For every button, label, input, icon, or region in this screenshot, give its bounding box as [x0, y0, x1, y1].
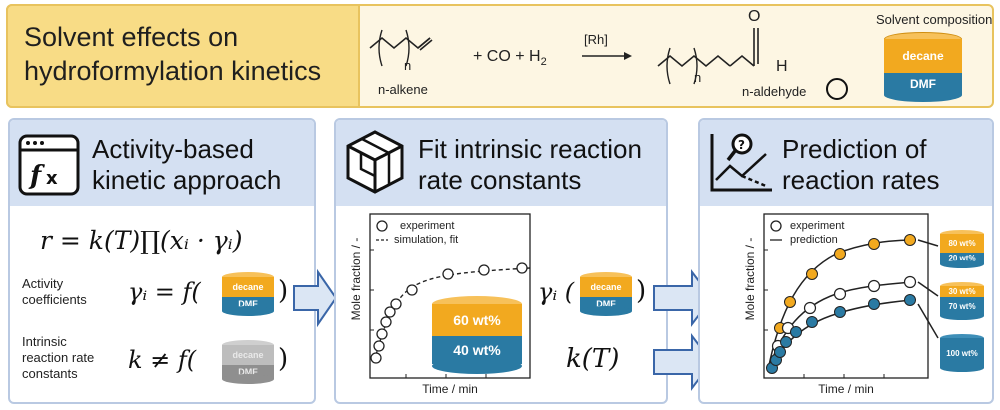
- pred-cyl1-dmf: 20 wt%: [940, 253, 984, 264]
- mid-close-paren: ): [636, 276, 647, 306]
- reaction-scheme: [369, 29, 731, 85]
- panel3-title-line2: reaction rates: [782, 165, 940, 195]
- panel2-title-line1: Fit intrinsic reaction: [418, 134, 642, 164]
- gamma-equation: γᵢ = f(: [128, 278, 201, 306]
- aldehyde-bracket-left: [666, 47, 671, 85]
- solvent-composition-title: Solvent composition: [876, 12, 993, 27]
- p1-cyl2-decane: decane: [222, 345, 274, 365]
- fit-chart-ticks: [370, 249, 487, 378]
- aldehyde-hydrogen: H: [776, 58, 788, 75]
- h2-subscript: 2: [540, 56, 547, 69]
- k-close-paren: ): [278, 344, 289, 374]
- panel1-title-line2: kinetic approach: [92, 165, 282, 195]
- prediction-points-100wt: [766, 294, 916, 374]
- fit-experiment-points: [370, 262, 528, 364]
- k-label-line2: reaction rate: [22, 350, 95, 365]
- p1-cyl-decane: decane: [222, 277, 274, 297]
- k-label-line3: constants: [22, 366, 78, 381]
- function-window-icon: f x: [18, 134, 80, 196]
- panel1-title: Activity-based kinetic approach: [92, 134, 281, 196]
- pred-legend-prediction: prediction: [790, 234, 838, 246]
- cyl-decane-segment: decane: [884, 39, 962, 73]
- k-inequality: k ≠ f(: [128, 346, 197, 374]
- intrinsic-constants-label: Intrinsic reaction rate constants: [22, 334, 94, 382]
- svg-text:x: x: [46, 168, 58, 189]
- activity-label-line2: coefficients: [22, 292, 87, 307]
- mid-gamma: γᵢ (: [538, 278, 575, 306]
- fit-legend-simulation: simulation, fit: [394, 234, 459, 246]
- panel2-title-line2: rate constants: [418, 165, 582, 195]
- reagents: + CO + H2: [473, 48, 547, 68]
- prediction-chart: [763, 213, 939, 379]
- panel1-cylinder-color: decane DMF: [222, 272, 274, 316]
- activity-label-line1: Activity: [22, 276, 64, 291]
- mid-cylinder: decane DMF: [580, 272, 632, 316]
- catalyst-label: [Rh]: [584, 32, 608, 47]
- svg-text:f: f: [28, 161, 45, 191]
- solvent-composition-cylinder: decane DMF: [884, 32, 962, 102]
- cube-assembly-icon: [346, 130, 404, 194]
- fit-legend-experiment: experiment: [400, 220, 455, 232]
- reactant-sub: n: [404, 58, 412, 73]
- panel3-title-line1: Prediction of: [782, 134, 927, 164]
- cyl-bottom-ellipse: [884, 88, 962, 102]
- panel1-cylinder-gray: decane DMF: [222, 340, 274, 384]
- gamma-close-paren: ): [278, 276, 289, 306]
- panel3-title: Prediction of reaction rates: [782, 134, 940, 196]
- pred-cyl3-dmf: 100 wt%: [940, 338, 984, 368]
- pred-legend-experiment-marker: [770, 220, 782, 232]
- header-title-line2: hydroformylation kinetics: [24, 56, 322, 86]
- pred-xlabel: Time / min: [818, 382, 874, 396]
- fit-composition-cylinder: 60 wt% 40 wt%: [432, 296, 522, 374]
- k-label-line1: Intrinsic: [22, 334, 67, 349]
- product-label: n-aldehyde: [742, 84, 807, 99]
- mid-cyl-decane: decane: [580, 277, 632, 297]
- alkene-double-bond: [419, 39, 433, 51]
- pred-cyl2-decane: 30 wt%: [940, 286, 984, 297]
- pred-cylinder-30wt: 30 wt% 70 wt%: [940, 282, 984, 322]
- product-circle-marker: [826, 78, 848, 100]
- header-title-box: [6, 4, 360, 108]
- legend-experiment-marker: [376, 220, 388, 232]
- panel1-title-line1: Activity-based: [92, 134, 254, 164]
- pred-cylinder-100wt: 100 wt%: [940, 334, 984, 374]
- fit-ylabel: Mole fraction / -: [349, 237, 363, 321]
- alkene-bracket-right: [405, 29, 410, 67]
- fit-xlabel: Time / min: [422, 382, 478, 396]
- aldehyde-bracket-right: [693, 47, 698, 85]
- svg-text:?: ?: [738, 138, 745, 152]
- activity-coefficients-label: Activity coefficients: [22, 276, 87, 308]
- aldehyde-end: [730, 28, 759, 67]
- prediction-chart-frame: [763, 213, 929, 379]
- pred-cylinder-80wt: 80 wt% 20 wt%: [940, 230, 984, 270]
- panel3-header: [700, 120, 992, 206]
- reaction-arrowhead: [624, 52, 632, 60]
- reactant-label: n-alkene: [378, 82, 428, 97]
- panel2-title: Fit intrinsic reaction rate constants: [418, 134, 642, 196]
- aldehyde-tail: [730, 54, 755, 67]
- fit-chart-frame: [369, 213, 531, 379]
- fit-cyl-decane: 60 wt%: [432, 304, 522, 336]
- header-title-line1: Solvent effects on: [24, 22, 239, 52]
- pred-legend-experiment: experiment: [790, 220, 845, 232]
- fit-chart: [369, 213, 531, 379]
- prediction-chart-ticks: [764, 249, 885, 378]
- mid-kT: k(T): [566, 344, 620, 374]
- pred-ylabel: Mole fraction / -: [743, 237, 757, 321]
- arrow-to-fit: [293, 268, 338, 328]
- product-sub: n: [694, 70, 702, 85]
- aldehyde-chain: [657, 54, 731, 68]
- rate-equation: r = k(T)∏(xᵢ · γᵢ): [40, 226, 243, 255]
- pred-cyl2-dmf: 70 wt%: [940, 297, 984, 316]
- alkene-bracket-left: [378, 29, 383, 67]
- alkene-bond: [417, 37, 431, 49]
- aldehyde-oxygen: O: [748, 8, 761, 25]
- header-title: Solvent effects on hydroformylation kine…: [24, 20, 354, 88]
- prediction-pointer-lines: [917, 239, 939, 339]
- pred-cyl1-decane: 80 wt%: [940, 234, 984, 253]
- magnifier-trend-icon: ?: [710, 133, 772, 192]
- reagents-text: + CO + H: [473, 48, 541, 65]
